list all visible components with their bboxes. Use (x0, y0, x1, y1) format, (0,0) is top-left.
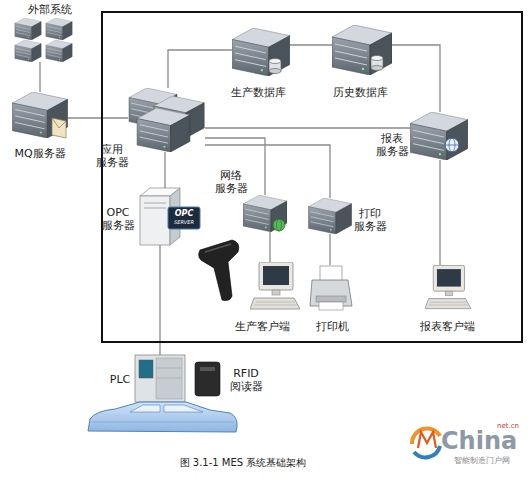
node-label: 应用 服务器 (96, 143, 129, 169)
connector-line (68, 117, 128, 118)
connector-line (164, 152, 165, 188)
database-server: 生产数据库 (232, 28, 290, 76)
watermark: 智能制造门户网 (454, 457, 510, 466)
connector-line (329, 234, 330, 265)
node-label: MQ服务器 (14, 147, 65, 160)
web-server: 网络 服务器 (243, 195, 287, 232)
connector-line (439, 160, 440, 265)
watermark: China (441, 428, 517, 454)
opc-server-icon (140, 188, 200, 245)
node-label: PLC (110, 373, 130, 386)
watermark-logo (412, 428, 440, 457)
app-server-icon (129, 88, 204, 152)
node-label: 外部系统 (28, 3, 72, 16)
plc-icon (135, 355, 185, 402)
node-label: 生产客户端 (235, 320, 290, 333)
rfid-reader: RFID 阅读器 (195, 362, 220, 396)
connector-line (205, 127, 410, 128)
connector-line (269, 232, 270, 262)
connector-line (392, 45, 440, 112)
node-label: 报表 服务器 (376, 132, 409, 158)
connector-line (39, 62, 40, 92)
figure-caption: 图 3.1-1 MES 系统基础架构 (180, 457, 307, 468)
connector-line (290, 44, 332, 45)
database-server-icon (332, 25, 392, 75)
badge-text: OPC (175, 210, 194, 219)
connector-line (205, 145, 330, 198)
badge-text: SERVER (174, 220, 194, 226)
node-label: 生产数据库 (231, 86, 286, 99)
system-boundary (102, 12, 522, 342)
database-server-icon (232, 28, 290, 76)
watermark: net.cn (497, 423, 519, 431)
rfid-reader-icon (195, 362, 220, 396)
client-pc: 报表客户端 (425, 265, 471, 310)
web-server-icon (243, 195, 287, 232)
database-server: 历史数据库 (332, 25, 392, 75)
connector-line (168, 50, 232, 88)
report-server-icon (410, 112, 468, 160)
client-pc-icon (250, 262, 300, 309)
mq-server: MQ服务器 (12, 92, 68, 138)
mq-server-icon (12, 92, 67, 138)
node-label: 打印 服务器 (354, 207, 387, 233)
app-server: 应用 服务器 (128, 88, 205, 152)
connector-line (159, 245, 160, 355)
node-label: 打印机 (316, 320, 349, 333)
node-label: 网络 服务器 (215, 169, 248, 195)
car-illustration (88, 402, 237, 432)
server-cluster-icon (15, 18, 72, 62)
report-server: 报表 服务器 (410, 112, 468, 160)
server-cluster: 外部系统 (12, 18, 75, 62)
node-label: 历史数据库 (333, 86, 388, 99)
node-label: 报表客户端 (420, 320, 475, 333)
printer-icon (310, 266, 352, 310)
plc-device: PLC (135, 355, 185, 402)
barcode-scanner-icon (199, 240, 239, 301)
print-server: 打印 服务器 (308, 198, 352, 234)
client-pc-icon (425, 265, 471, 308)
node-label: RFID 阅读器 (230, 367, 263, 393)
print-server-icon (308, 198, 351, 234)
printer: 打印机 (310, 265, 352, 310)
connector-line (205, 138, 265, 195)
node-label: OPC 服务器 (102, 206, 135, 232)
client-pc: 生产客户端 (250, 262, 300, 310)
